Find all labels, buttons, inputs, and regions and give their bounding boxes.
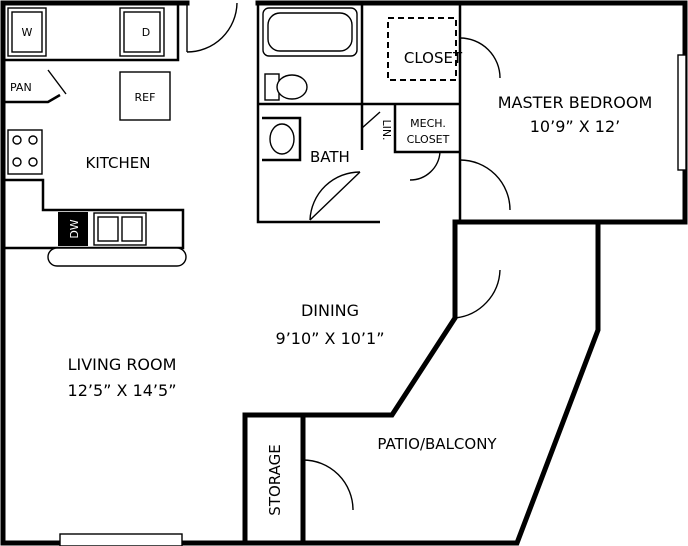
bath-label: BATH (310, 148, 350, 166)
kitchen-area: DW REF W D PAN KITCHEN (3, 3, 187, 267)
mech-closet-line2: CLOSET (407, 133, 450, 146)
closet-label: CLOSET (404, 49, 463, 67)
dishwasher (58, 212, 88, 246)
refrigerator (119, 71, 171, 121)
left-wall (0, 0, 63, 546)
master-bedroom-name: MASTER BEDROOM (498, 93, 653, 112)
toilet-bowl (276, 74, 308, 100)
refrigerator-label: REF (135, 91, 156, 104)
living-room-area: LIVING ROOM 12’5” X 14’5” (59, 355, 183, 546)
range (7, 129, 43, 175)
storage-label: STORAGE (266, 444, 284, 515)
bedroom-window (677, 54, 687, 171)
linen-mech-area: LIN. MECH. CLOSET (361, 102, 460, 181)
kitchen-label: KITCHEN (86, 154, 151, 172)
patio-label: PATIO/BALCONY (377, 435, 497, 453)
kitchen-sink (93, 212, 147, 246)
dining-name: DINING (301, 301, 359, 320)
dryer (119, 7, 165, 57)
mech-closet-line1: MECH. (410, 117, 446, 130)
living-room-size: 12’5” X 14’5” (68, 381, 177, 400)
washer-label: W (22, 26, 33, 39)
dryer-label: D (142, 26, 150, 39)
patio-railing (242, 219, 601, 546)
linen-label: LIN. (380, 119, 393, 140)
living-room-window (59, 533, 183, 546)
dishwasher-label: DW (68, 219, 81, 238)
master-bedroom-size: 10’9” X 12’ (530, 117, 621, 136)
breakfast-bar (47, 247, 187, 267)
master-bedroom-area: CLOSET MASTER BEDROOM 10’9” X 12’ (387, 3, 687, 222)
bath-sink (269, 123, 295, 155)
closet-shelf (387, 17, 457, 81)
washer (7, 7, 47, 57)
patio-area: PATIO/BALCONY STORAGE (266, 435, 497, 516)
dining-size: 9’10” X 10’1” (276, 329, 385, 348)
bath-area: BATH (256, 3, 380, 224)
dining-patio-wall (242, 219, 458, 546)
dining-area: DINING 9’10” X 10’1” (276, 269, 501, 348)
living-room-name: LIVING ROOM (68, 355, 177, 374)
bathtub (262, 7, 358, 57)
entry-door[interactable] (186, 2, 238, 53)
pantry-label: PAN (10, 81, 32, 94)
